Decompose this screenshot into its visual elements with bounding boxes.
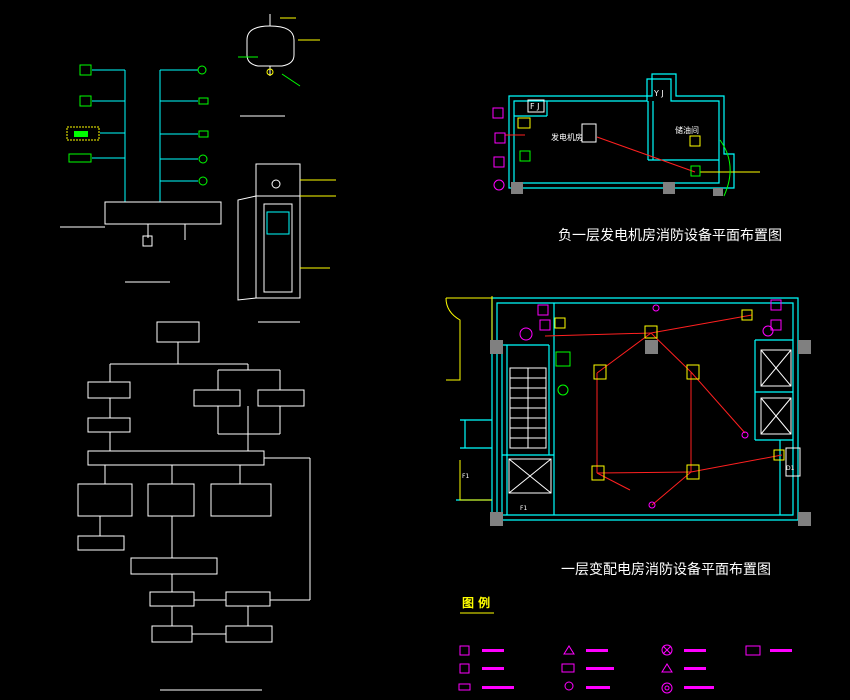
room-label-f1-b: F1 — [520, 505, 527, 512]
gas-cabinet-sketch — [237, 163, 336, 323]
system-wiring-diagram — [60, 69, 222, 240]
extinguisher-sketch — [238, 14, 320, 117]
legend: 图 例 — [458, 595, 792, 694]
f1-substation-plan: F1 F1 D1 — [445, 296, 811, 526]
room-label-oil: 储油间 — [675, 125, 699, 135]
b1-generator-room-plan: F J Y J 发电机房 储油间 — [492, 73, 760, 197]
legend-title: 图 例 — [462, 595, 490, 610]
room-label-generator: 发电机房 — [551, 132, 583, 142]
room-label-fj: F J — [530, 102, 540, 111]
wiring-diagram-devices — [66, 64, 209, 283]
room-label-d1: D1 — [786, 465, 795, 472]
room-label-yj: Y J — [653, 89, 664, 98]
control-flowchart — [77, 321, 311, 691]
b1-plan-title: 负一层发电机房消防设备平面布置图 — [558, 227, 782, 244]
f1-plan-title: 一层变配电房消防设备平面布置图 — [561, 561, 771, 578]
room-label-f1-a: F1 — [462, 473, 469, 480]
